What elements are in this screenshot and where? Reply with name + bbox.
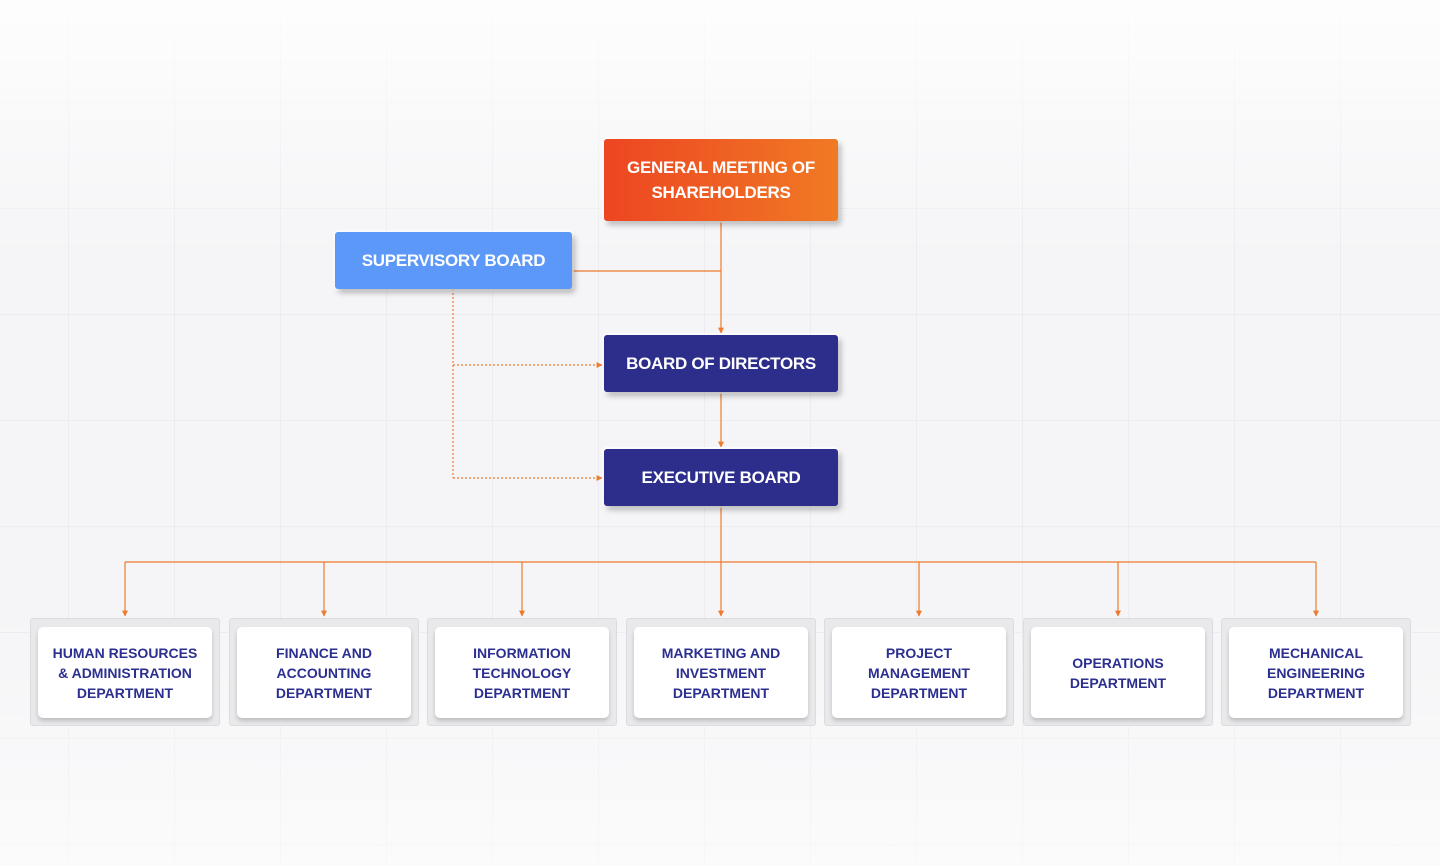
- board-of-directors-node[interactable]: BOARD OF DIRECTORS: [604, 335, 838, 392]
- department-label: MECHANICAL ENGINEERING DEPARTMENT: [1266, 644, 1365, 701]
- executive-board-label: EXECUTIVE BOARD: [641, 468, 801, 487]
- department-frame-finance: FINANCE AND ACCOUNTING DEPARTMENT: [229, 618, 419, 726]
- department-frame-it: INFORMATION TECHNOLOGY DEPARTMENT: [427, 618, 617, 726]
- board-of-directors-label: BOARD OF DIRECTORS: [626, 354, 816, 373]
- department-label: FINANCE AND ACCOUNTING DEPARTMENT: [275, 644, 373, 701]
- department-label: INFORMATION TECHNOLOGY DEPARTMENT: [472, 644, 572, 701]
- department-card-marketing[interactable]: MARKETING AND INVESTMENT DEPARTMENT: [634, 627, 808, 718]
- department-card-operations[interactable]: OPERATIONS DEPARTMENT: [1031, 627, 1205, 718]
- department-label: OPERATIONS DEPARTMENT: [1069, 654, 1167, 691]
- department-frame-project: PROJECT MANAGEMENT DEPARTMENT: [824, 618, 1014, 726]
- general-meeting-of-shareholders-node[interactable]: GENERAL MEETING OF SHAREHOLDERS: [604, 139, 838, 221]
- department-label: MARKETING AND INVESTMENT DEPARTMENT: [661, 644, 781, 701]
- supervisory-board-label: SUPERVISORY BOARD: [361, 251, 546, 270]
- department-card-hr[interactable]: HUMAN RESOURCES & ADMINISTRATION DEPARTM…: [38, 627, 212, 718]
- department-card-project[interactable]: PROJECT MANAGEMENT DEPARTMENT: [832, 627, 1006, 718]
- supervisory-board-node[interactable]: SUPERVISORY BOARD: [335, 232, 572, 289]
- department-label: PROJECT MANAGEMENT DEPARTMENT: [868, 644, 970, 701]
- department-card-mechanical[interactable]: MECHANICAL ENGINEERING DEPARTMENT: [1229, 627, 1403, 718]
- department-card-it[interactable]: INFORMATION TECHNOLOGY DEPARTMENT: [435, 627, 609, 718]
- department-frame-mechanical: MECHANICAL ENGINEERING DEPARTMENT: [1221, 618, 1411, 726]
- department-card-finance[interactable]: FINANCE AND ACCOUNTING DEPARTMENT: [237, 627, 411, 718]
- department-frame-operations: OPERATIONS DEPARTMENT: [1023, 618, 1213, 726]
- department-frame-marketing: MARKETING AND INVESTMENT DEPARTMENT: [626, 618, 816, 726]
- general-meeting-label: GENERAL MEETING OF SHAREHOLDERS: [627, 158, 815, 202]
- department-label: HUMAN RESOURCES & ADMINISTRATION DEPARTM…: [52, 644, 198, 701]
- department-frame-hr: HUMAN RESOURCES & ADMINISTRATION DEPARTM…: [30, 618, 220, 726]
- executive-board-node[interactable]: EXECUTIVE BOARD: [604, 449, 838, 506]
